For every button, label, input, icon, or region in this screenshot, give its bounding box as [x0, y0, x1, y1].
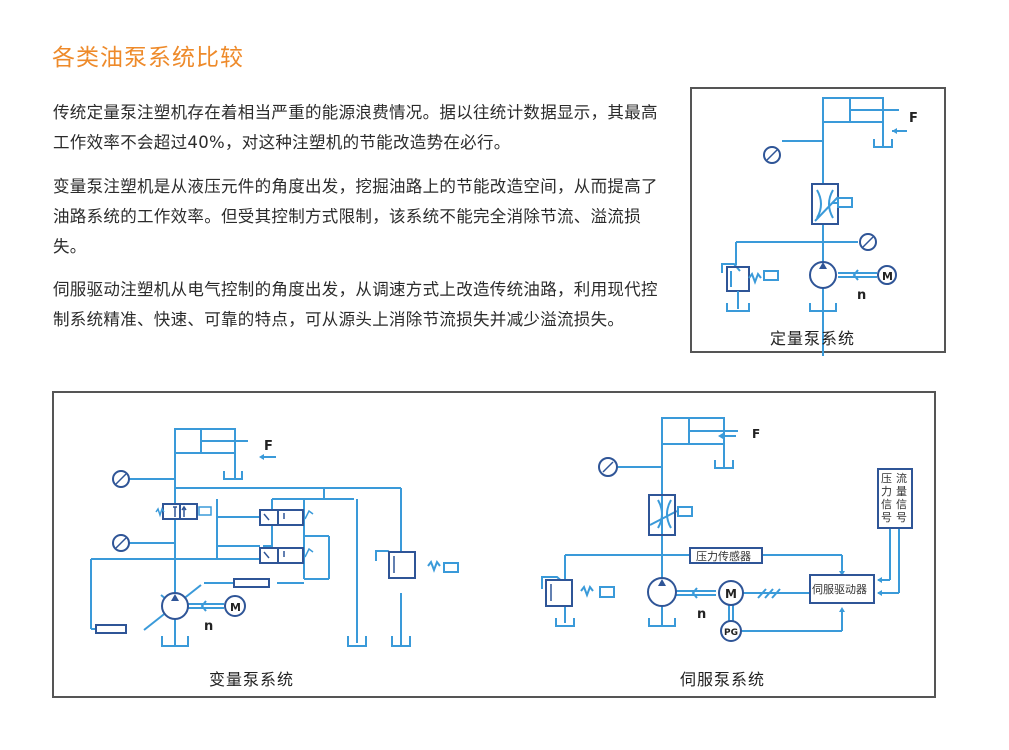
svg-text:信: 信	[881, 498, 892, 511]
paragraph-variable-pump: 变量泵注塑机是从液压元件的角度出发，挖掘油路上的节能改造空间，从而提高了油路系统…	[53, 177, 658, 256]
motor-label: M	[882, 270, 893, 283]
page-title: 各类油泵系统比较	[52, 45, 244, 71]
tank-icon	[873, 139, 893, 148]
tank-icon	[391, 636, 411, 647]
motor-icon	[224, 595, 246, 617]
tank-icon	[223, 471, 243, 480]
svg-text:压: 压	[881, 472, 892, 485]
tank-icon	[809, 303, 837, 312]
svg-text:量: 量	[896, 485, 907, 498]
variable-pump-caption: 变量泵系统	[209, 670, 295, 689]
servo-driver-label: 伺服驱动器	[812, 583, 867, 596]
force-label: F	[752, 427, 760, 441]
pressure-sensor-label: 压力传感器	[696, 550, 751, 563]
comparison-diagram-frame: F M n 变量泵系统	[52, 391, 936, 698]
svg-text:力: 力	[881, 485, 892, 498]
fixed-pump-diagram: F M n	[721, 97, 918, 356]
tank-icon	[726, 303, 750, 312]
flow-signal-label: 流 量 信 号	[896, 471, 907, 524]
fixed-pump-caption: 定量泵系统	[770, 329, 856, 348]
pressure-signal-label: 压 力 信 号	[881, 472, 892, 524]
servo-driver-box	[809, 574, 875, 604]
pump-icon	[161, 592, 189, 620]
control-valve	[259, 547, 304, 564]
force-label: F	[909, 111, 918, 126]
fixed-pump-diagram-frame: F M n 定量泵系统	[690, 87, 946, 356]
motor-label: M	[230, 601, 241, 614]
control-valve	[259, 509, 304, 526]
svg-text:号: 号	[896, 511, 907, 524]
speed-label: n	[857, 288, 866, 303]
encoder-icon	[720, 620, 742, 642]
speed-label: n	[697, 607, 706, 622]
throttle-valve	[648, 494, 676, 536]
spring-cylinder	[95, 624, 127, 634]
servo-pump-caption: 伺服泵系统	[680, 670, 766, 689]
pump-icon	[647, 577, 677, 607]
encoder-label: PG	[724, 628, 738, 638]
svg-text:流: 流	[896, 471, 907, 485]
variable-pump-diagram: F M n	[90, 428, 459, 647]
tank-icon	[347, 636, 367, 647]
signal-box	[877, 468, 913, 529]
svg-text:号: 号	[881, 511, 892, 524]
tank-icon	[714, 460, 734, 469]
svg-text:信: 信	[896, 498, 907, 511]
paragraph-fixed-pump: 传统定量泵注塑机存在着相当严重的能源浪费情况。据以往统计数据显示，其最高工作效率…	[53, 103, 658, 152]
speed-label: n	[204, 619, 213, 634]
paragraph-servo-pump: 伺服驱动注塑机从电气控制的角度出发，从调速方式上改造传统油路，利用现代控制系统精…	[53, 280, 658, 329]
tank-icon	[555, 618, 575, 627]
motor-label: M	[725, 587, 737, 601]
pressure-sensor-box	[689, 547, 763, 564]
servo-motor-icon	[718, 580, 744, 606]
servo-cylinder	[233, 578, 270, 588]
tank-icon	[648, 618, 676, 627]
relief-valve	[545, 579, 573, 607]
servo-pump-diagram: F M n PG 压力传感器 伺服驱动器 压 力 信 号 流 量 信 号	[541, 417, 913, 642]
motor-icon	[877, 265, 897, 285]
force-label: F	[264, 439, 273, 454]
